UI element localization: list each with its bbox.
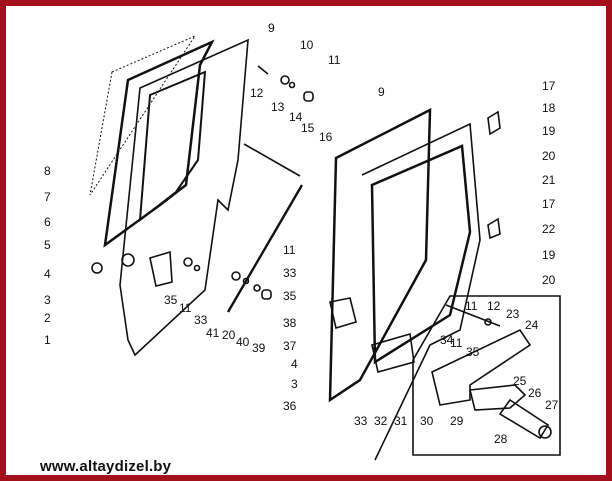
rod-16 — [226, 184, 304, 313]
part-label: 14 — [289, 110, 303, 124]
part-label: 9 — [378, 85, 385, 99]
part-label: 3 — [44, 293, 51, 307]
part-label: 17 — [542, 197, 556, 211]
part-label: 9 — [268, 21, 275, 35]
part-label: 4 — [44, 267, 51, 281]
left-handle — [149, 250, 173, 287]
nut-25 — [469, 384, 527, 411]
part-label: 40 — [236, 335, 250, 349]
part-label: 30 — [420, 414, 434, 428]
part-label: 22 — [542, 222, 556, 236]
part-label: 28 — [494, 432, 508, 446]
part-label: 20 — [542, 273, 556, 287]
part-label: 11 — [328, 53, 341, 67]
part-label: 35 — [283, 289, 297, 303]
part-label: 11 — [465, 299, 478, 313]
part-label: 24 — [525, 318, 539, 332]
part-label: 35 — [466, 345, 480, 359]
left-seal-frame — [103, 39, 215, 248]
part-label: 3 — [291, 377, 298, 391]
right-handle-pad — [371, 332, 415, 373]
part-label: 41 — [206, 326, 220, 340]
left-door-drawing — [89, 34, 314, 357]
right-door-panel — [361, 122, 481, 461]
part-label: 26 — [528, 386, 542, 400]
left-glass-outline — [89, 34, 197, 196]
part-label: 35 — [164, 293, 178, 307]
detail-inset — [412, 295, 561, 456]
part-label: 7 — [44, 190, 51, 204]
part-label: 37 — [283, 339, 297, 353]
part-label: 15 — [301, 121, 315, 135]
part-label: 33 — [354, 414, 368, 428]
part-label: 33 — [283, 266, 297, 280]
right-seal — [328, 107, 432, 403]
part-label: 34 — [440, 333, 454, 347]
part-label: 13 — [271, 100, 285, 114]
part-label: 18 — [542, 101, 556, 115]
part-label: 8 — [44, 164, 51, 178]
part-label: 20 — [542, 149, 556, 163]
hinge-18 — [487, 110, 501, 136]
part-label: 33 — [194, 313, 208, 327]
part-label: 4 — [291, 357, 298, 371]
left-lock — [121, 253, 135, 267]
part-label: 20 — [222, 328, 236, 342]
part-label: 11 — [450, 336, 463, 350]
right-lock — [329, 297, 357, 330]
part-label: 23 — [506, 307, 520, 321]
part-label: 25 — [513, 374, 527, 388]
left-window — [138, 70, 207, 223]
part-label: 12 — [487, 299, 501, 313]
right-door-drawing — [328, 107, 501, 461]
part-label: 11 — [179, 301, 192, 315]
part-label: 6 — [44, 215, 51, 229]
part-label: 1 — [44, 333, 51, 347]
part-label: 36 — [283, 399, 297, 413]
part-label: 19 — [542, 124, 556, 138]
part-label: 29 — [450, 414, 464, 428]
pin-28 — [498, 398, 550, 440]
part-label: 27 — [545, 398, 559, 412]
rod-13 — [243, 143, 301, 177]
part-label: 39 — [252, 341, 266, 355]
part-label: 32 — [374, 414, 388, 428]
lever-24 — [431, 328, 532, 406]
hinge-22 — [487, 217, 501, 240]
right-window — [370, 144, 472, 365]
left-door-panel — [119, 38, 249, 357]
part-label: 17 — [542, 79, 556, 93]
part-label: 31 — [394, 414, 408, 428]
part-label: 5 — [44, 238, 51, 252]
part-label: 2 — [44, 311, 51, 325]
part-label: 12 — [250, 86, 264, 100]
part-label: 21 — [542, 173, 556, 187]
part-label: 16 — [319, 130, 333, 144]
part-label: 11 — [283, 243, 296, 257]
part-label: 10 — [300, 38, 314, 52]
part-label: 38 — [283, 316, 297, 330]
website-url: www.altaydizel.by — [40, 458, 172, 475]
inset-border — [412, 295, 561, 456]
part-label: 19 — [542, 248, 556, 262]
